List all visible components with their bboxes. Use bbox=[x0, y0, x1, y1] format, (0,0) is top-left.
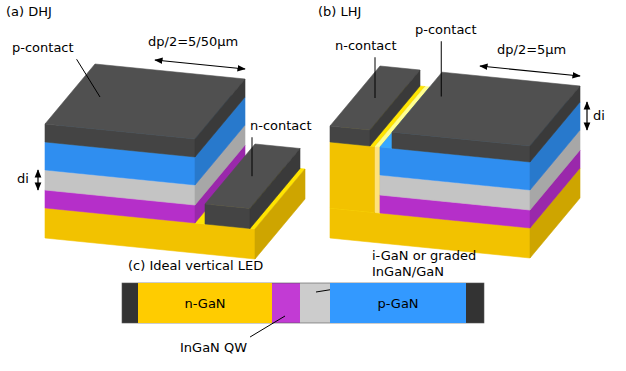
dimension-label: di bbox=[593, 108, 605, 124]
part-label: p-contact bbox=[415, 22, 477, 38]
part-label: n-contact bbox=[250, 118, 312, 134]
dimension-label: dp/2=5μm bbox=[497, 42, 566, 58]
contact-bar bbox=[466, 283, 484, 323]
dimension-label: di bbox=[17, 171, 29, 187]
part-label: i-GaN or graded InGaN/GaN bbox=[372, 248, 494, 281]
n-gan-box: n-GaN bbox=[138, 283, 272, 323]
dimension-label: dp/2=5/50μm bbox=[148, 34, 238, 50]
ingan-qw-bar bbox=[272, 283, 300, 323]
leader-line bbox=[375, 57, 376, 98]
p-contact-pad bbox=[45, 64, 245, 157]
width-dimension-arrow bbox=[480, 66, 580, 76]
panel-title: (a) DHJ bbox=[6, 4, 52, 20]
p-contact-pad bbox=[392, 72, 580, 162]
panel-title: (b) LHJ bbox=[318, 4, 361, 20]
thickness-dimension-arrow bbox=[586, 102, 587, 130]
panel-title: (c) Ideal vertical LED bbox=[128, 258, 263, 274]
leader-line bbox=[77, 59, 100, 97]
part-label: p-contact bbox=[12, 40, 74, 56]
box-label: p-GaN bbox=[377, 296, 418, 311]
part-label: InGaN QW bbox=[180, 340, 247, 356]
n-contact-pad-side bbox=[250, 149, 300, 229]
part-label: n-contact bbox=[335, 38, 397, 54]
contact-bar bbox=[122, 283, 138, 323]
thickness-dimension-arrow bbox=[37, 170, 38, 190]
p-gan-box: p-GaN bbox=[330, 283, 466, 323]
box-label: n-GaN bbox=[184, 296, 225, 311]
leader-line bbox=[441, 41, 442, 96]
lhj-stack bbox=[330, 66, 580, 258]
p-contact-pad-side bbox=[195, 79, 245, 157]
n-gan-regrown-front bbox=[330, 142, 375, 213]
leader-line bbox=[252, 137, 253, 176]
bar-outline bbox=[122, 283, 484, 323]
width-dimension-arrow bbox=[155, 60, 245, 69]
p-contact-pad-side bbox=[530, 86, 580, 162]
i-gan-bar bbox=[300, 283, 330, 323]
dhj-stack bbox=[45, 64, 305, 259]
interface-layer-front bbox=[375, 147, 380, 214]
